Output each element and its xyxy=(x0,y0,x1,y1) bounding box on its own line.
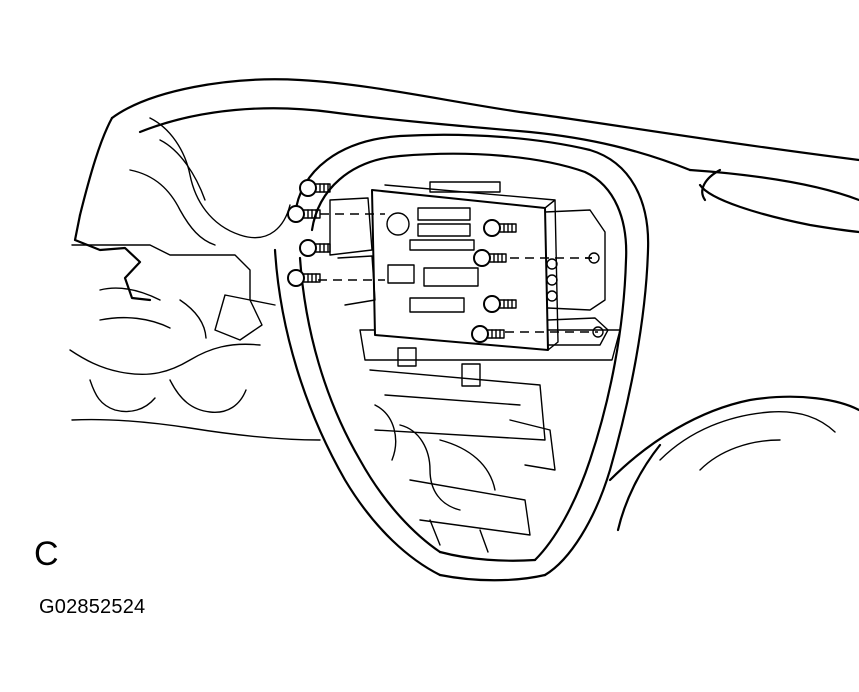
figure-code: G02852524 xyxy=(39,596,146,618)
bolt-left-1 xyxy=(299,179,331,197)
bolt-left-4 xyxy=(287,269,321,287)
dashboard-outline xyxy=(78,78,859,234)
mounting-brackets xyxy=(329,197,609,346)
left-dash-components xyxy=(69,117,321,441)
bolt-left-2 xyxy=(287,205,321,223)
radio-unit xyxy=(371,181,559,351)
bolt-right-2 xyxy=(473,249,507,267)
center-console-bezel xyxy=(273,133,650,582)
bolt-left-3 xyxy=(299,239,331,257)
bolt-right-1 xyxy=(483,219,517,237)
bracket-holes xyxy=(588,252,604,338)
right-dash-components xyxy=(608,395,859,532)
lower-console-internals xyxy=(359,329,621,553)
view-label: C xyxy=(34,535,59,573)
bolt-right-4 xyxy=(471,325,505,343)
bolt-right-3 xyxy=(483,295,517,313)
bolts xyxy=(287,179,517,343)
